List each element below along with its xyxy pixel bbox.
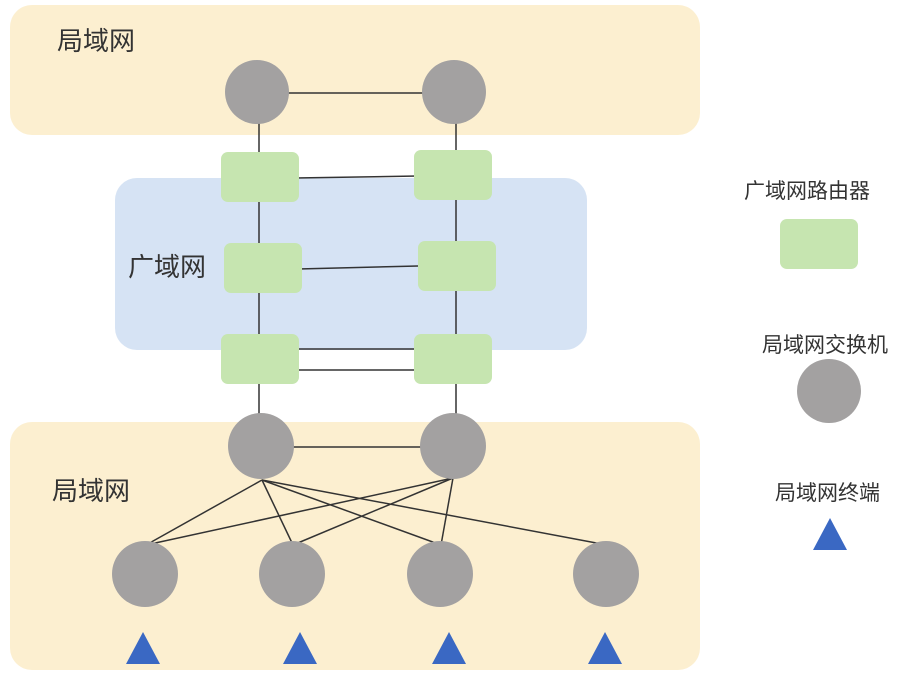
legend-terminal-swatch [813, 518, 847, 550]
wan-zone [115, 178, 587, 350]
link-routers-row1 [294, 175, 419, 179]
access-switch-3 [407, 541, 473, 607]
legend-router-swatch [780, 219, 858, 269]
legend-router-label: 广域网路由器 [744, 179, 870, 203]
legend-terminal-label: 局域网终端 [775, 481, 880, 505]
router-right-1 [414, 150, 492, 200]
router-right-2 [418, 241, 496, 291]
top-switch-right [422, 60, 486, 124]
router-left-2 [224, 243, 302, 293]
link-core-right-access-1 [145, 477, 454, 546]
legend-switch-swatch [797, 359, 861, 423]
link-core-right-access-2 [292, 477, 454, 546]
bottom-lan-label: 局域网 [52, 477, 130, 507]
router-left-3 [221, 334, 299, 384]
terminal-1 [126, 632, 160, 664]
bottom-lan-zone [10, 422, 700, 670]
access-switch-4 [573, 541, 639, 607]
core-switch-right [420, 413, 486, 479]
top-lan-zone [10, 5, 700, 135]
terminal-4 [588, 632, 622, 664]
link-routers-row2 [297, 265, 419, 270]
terminal-2 [283, 632, 317, 664]
router-right-3 [414, 334, 492, 384]
legend-switch-label: 局域网交换机 [762, 333, 888, 357]
link-core-right-access-3 [440, 477, 454, 546]
legend: 广域网路由器 局域网交换机 局域网终端 [744, 179, 888, 550]
router-left-1 [221, 152, 299, 202]
top-switch-left [225, 60, 289, 124]
access-switch-1 [112, 541, 178, 607]
access-switch-2 [259, 541, 325, 607]
wan-label: 广域网 [128, 253, 206, 283]
core-switch-left [228, 413, 294, 479]
link-core-left-access-4 [261, 479, 608, 546]
link-core-left-access-1 [145, 479, 263, 546]
link-core-left-access-2 [261, 479, 294, 546]
link-core-left-access-3 [261, 479, 442, 546]
terminal-3 [432, 632, 466, 664]
top-lan-label: 局域网 [57, 27, 135, 57]
